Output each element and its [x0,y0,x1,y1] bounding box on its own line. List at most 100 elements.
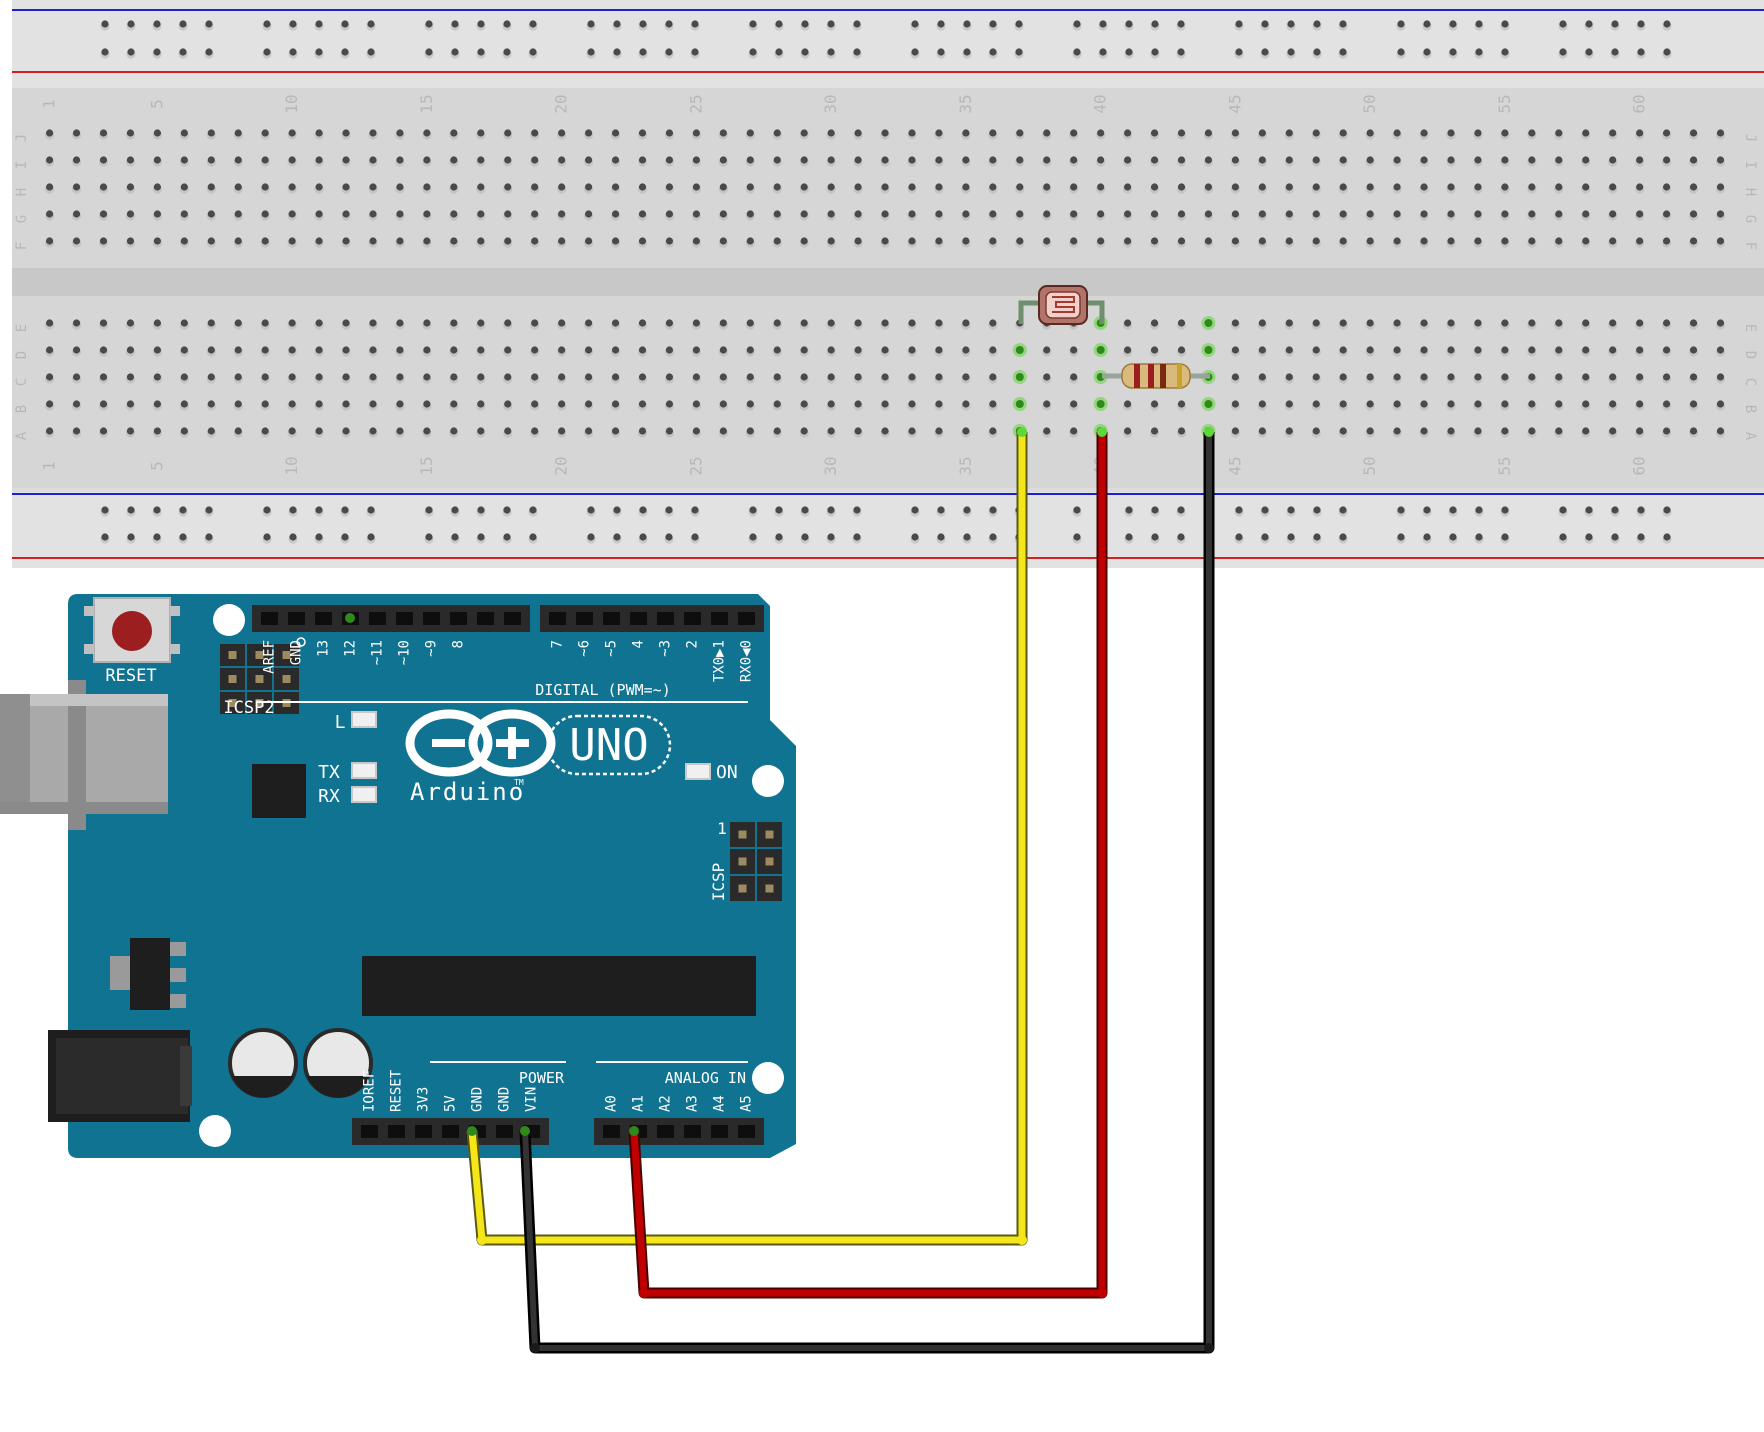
rail-hole[interactable] [1423,533,1431,541]
rail-hole[interactable] [179,48,187,56]
breadboard-hole[interactable] [638,400,647,408]
breadboard-hole[interactable] [396,400,404,408]
photoresistor[interactable] [1018,285,1105,325]
breadboard-hole[interactable] [1555,346,1563,354]
breadboard-hole[interactable] [1312,346,1320,354]
breadboard-hole[interactable] [558,427,566,435]
breadboard-hole[interactable] [1366,346,1374,354]
breadboard-hole[interactable] [1689,129,1698,137]
breadboard-hole[interactable] [477,427,485,435]
rail-hole[interactable] [1501,533,1509,541]
breadboard-hole-active[interactable] [1015,373,1024,381]
breadboard-hole[interactable] [1043,237,1051,245]
rail-hole[interactable] [1663,20,1671,28]
breadboard-hole[interactable] [1231,210,1239,218]
breadboard-hole[interactable] [450,237,458,245]
breadboard-hole[interactable] [935,427,943,435]
rail-hole[interactable] [827,533,835,541]
breadboard-hole[interactable] [1716,129,1725,137]
breadboard-hole[interactable] [531,210,539,218]
breadboard-hole[interactable] [477,237,485,245]
breadboard-hole[interactable] [773,183,781,191]
breadboard-hole[interactable] [1150,183,1159,191]
rail-hole[interactable] [101,506,109,514]
breadboard-hole[interactable] [1636,129,1644,137]
rail-hole[interactable] [477,533,485,541]
rail-hole[interactable] [1449,533,1457,541]
breadboard-hole[interactable] [261,210,269,218]
breadboard-hole[interactable] [1689,319,1698,327]
breadboard-hole[interactable] [611,319,620,327]
breadboard-hole[interactable] [1447,373,1455,381]
breadboard-hole[interactable] [1663,210,1671,218]
rail-hole[interactable] [1261,48,1269,56]
breadboard-hole[interactable] [800,156,808,164]
breadboard-hole[interactable] [99,346,108,354]
breadboard-hole[interactable] [450,183,458,191]
breadboard-hole[interactable] [99,427,108,435]
rail-hole[interactable] [101,48,109,56]
breadboard-hole[interactable] [1582,156,1590,164]
breadboard-hole[interactable] [261,129,269,137]
rail-hole[interactable] [1339,533,1347,541]
header-pin[interactable] [549,612,566,625]
breadboard-hole[interactable] [800,129,808,137]
rail-hole[interactable] [451,506,459,514]
breadboard-hole[interactable] [207,129,215,137]
rail-hole[interactable] [1559,506,1567,514]
breadboard-hole[interactable] [935,319,943,327]
breadboard-hole[interactable] [396,346,404,354]
breadboard-hole[interactable] [1447,156,1455,164]
wire-endpoint[interactable] [1097,1288,1107,1298]
breadboard-hole[interactable] [396,427,404,435]
breadboard-hole[interactable] [881,210,889,218]
rail-hole[interactable] [153,506,161,514]
rail-hole[interactable] [1261,20,1269,28]
breadboard-hole[interactable] [1689,237,1698,245]
breadboard-hole[interactable] [962,319,970,327]
breadboard-hole[interactable] [1043,156,1051,164]
breadboard-hole[interactable] [773,319,781,327]
breadboard-hole[interactable] [1420,427,1428,435]
breadboard-hole[interactable] [46,237,54,245]
breadboard-hole[interactable] [1150,427,1159,435]
breadboard-hole[interactable] [72,373,81,381]
breadboard-hole[interactable] [1016,237,1024,245]
breadboard-hole[interactable] [342,319,350,327]
breadboard-hole[interactable] [1177,210,1186,218]
breadboard-hole[interactable] [773,156,781,164]
breadboard-hole[interactable] [908,427,916,435]
breadboard-hole[interactable] [638,373,647,381]
rail-hole[interactable] [1073,20,1081,28]
breadboard-hole[interactable] [450,210,458,218]
breadboard-hole[interactable] [1716,373,1725,381]
breadboard-hole[interactable] [800,427,808,435]
breadboard-hole[interactable] [1555,210,1563,218]
breadboard-hole[interactable] [180,346,188,354]
rail-hole[interactable] [989,20,997,28]
breadboard-hole[interactable] [1501,427,1509,435]
breadboard-hole[interactable] [773,427,781,435]
breadboard-hole[interactable] [935,210,943,218]
breadboard-hole[interactable] [396,210,404,218]
breadboard-hole[interactable] [1528,156,1536,164]
breadboard-hole[interactable] [989,183,997,191]
breadboard-hole-active[interactable] [1015,400,1024,408]
rail-hole[interactable] [153,48,161,56]
rail-hole[interactable] [1151,506,1159,514]
breadboard-hole[interactable] [1609,400,1617,408]
breadboard-hole[interactable] [369,129,377,137]
breadboard-hole[interactable] [692,400,701,408]
rail-hole[interactable] [937,48,945,56]
breadboard-hole[interactable] [962,210,970,218]
header-pin[interactable] [738,612,755,625]
rail-hole[interactable] [1177,20,1185,28]
breadboard-hole[interactable] [854,373,862,381]
breadboard-hole[interactable] [288,237,296,245]
breadboard-hole[interactable] [1555,427,1563,435]
breadboard-hole[interactable] [854,319,862,327]
breadboard-hole[interactable] [126,156,135,164]
breadboard-hole[interactable] [1582,237,1590,245]
breadboard-hole[interactable] [153,237,161,245]
breadboard-hole[interactable] [665,427,674,435]
